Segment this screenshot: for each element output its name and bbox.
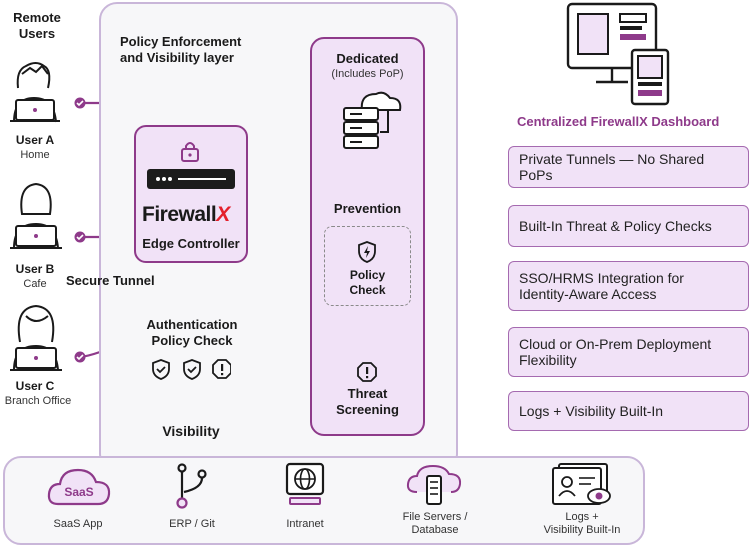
dashboard-devices-icon — [566, 2, 670, 106]
logs-visibility-icon — [552, 463, 611, 505]
user-a-location: Home — [20, 149, 50, 161]
feature-threat-policy: Built-In Threat & Policy Checks — [508, 205, 749, 247]
user-c-location: Branch Office — [4, 395, 72, 407]
policy-check-box — [324, 226, 411, 306]
user-a-name: User A — [15, 133, 55, 147]
visibility-label: Visibility — [162, 423, 220, 439]
shield-check-icon-2 — [183, 359, 201, 380]
shield-check-icon — [152, 359, 170, 380]
intranet-globe-icon — [285, 462, 325, 505]
destination-saas-app: SaaS App — [53, 518, 103, 530]
user-b-icon — [10, 182, 62, 249]
shield-bolt-icon — [358, 241, 376, 263]
destination-file-servers: File Servers / Database — [402, 511, 468, 536]
file-server-cloud-icon — [406, 464, 462, 505]
prevention-label: Prevention — [333, 201, 402, 216]
user-a-icon — [10, 62, 60, 123]
destination-logs-visibility: Logs + Visibility Built-In — [543, 511, 621, 536]
user-c-name: User C — [15, 379, 55, 393]
remote-users-title: Remote Users — [13, 10, 61, 41]
dedicated-subtitle: (Includes PoP) — [331, 68, 404, 80]
saas-cloud-icon — [47, 468, 111, 506]
dedicated-title: Dedicated — [336, 51, 399, 66]
destination-erp-git: ERP / Git — [169, 518, 215, 530]
feature-deployment: Cloud or On-Prem Deployment Flexibility — [508, 327, 749, 377]
auth-policy-check-label: Authentication Policy Check — [146, 317, 238, 348]
saas-logo-text: SaaS — [64, 485, 94, 499]
destination-intranet: Intranet — [286, 518, 324, 530]
git-branch-icon — [176, 463, 207, 509]
feature-private-tunnels: Private Tunnels — No Shared PoPs — [508, 146, 749, 188]
alert-octagon-icon-dedicated — [357, 362, 377, 382]
edge-controller-label: Edge Controller — [142, 236, 240, 251]
auth-check-icons — [152, 359, 231, 380]
firewallx-logo: FirewallX — [142, 203, 230, 226]
layer-title: Policy Enforcement and Visibility layer — [120, 34, 242, 65]
secure-tunnel-label: Secure Tunnel — [66, 273, 155, 288]
firewall-appliance-icon — [147, 169, 235, 189]
user-b-location: Cafe — [23, 278, 47, 290]
feature-logs-visibility: Logs + Visibility Built-In — [508, 391, 749, 431]
server-cloud-icon — [343, 91, 402, 149]
user-c-icon — [10, 304, 62, 371]
threat-screening-label: Threat Screening — [336, 386, 399, 417]
lock-icon — [181, 142, 199, 162]
feature-sso-hrms: SSO/HRMS Integration for Identity-Aware … — [508, 261, 749, 311]
user-b-name: User B — [15, 262, 55, 276]
alert-octagon-icon — [212, 359, 231, 379]
dashboard-title: Centralized FirewallX Dashboard — [517, 114, 720, 129]
policy-check-label: Policy Check — [349, 268, 386, 297]
